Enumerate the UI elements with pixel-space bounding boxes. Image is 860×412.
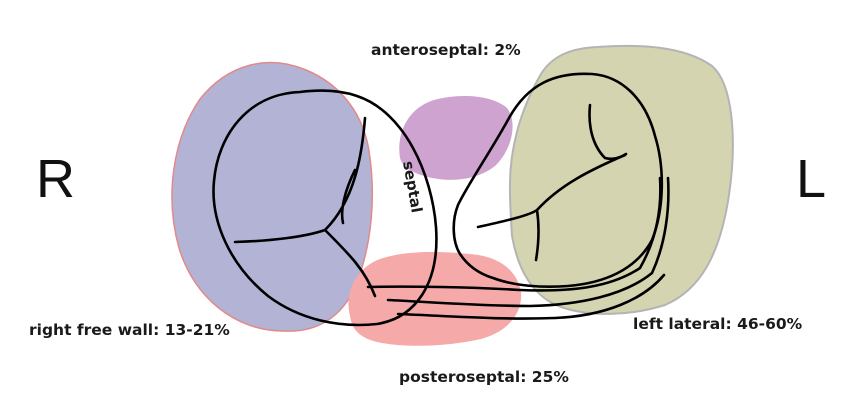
tricuspid-annulus [212,89,438,327]
heart-valve-outlines [212,72,670,327]
anteroseptal-label: anteroseptal: 2% [371,41,521,59]
right-side-label: R [36,149,75,209]
posteroseptal-region [348,252,522,346]
tricuspid-leaflet-commissures [233,116,377,298]
left-lateral-region [508,44,734,315]
left-lateral-label: left lateral: 46-60% [633,315,803,333]
septal-connecting-lines [366,176,670,320]
posteroseptal-label: posteroseptal: 25% [399,368,569,386]
right-free-wall-region [171,61,374,332]
right-free-wall-label: right free wall: 13-21% [29,321,230,339]
mitral-leaflet-commissures [476,103,628,262]
mitral-annulus [452,72,664,289]
left-side-label: L [796,149,826,209]
